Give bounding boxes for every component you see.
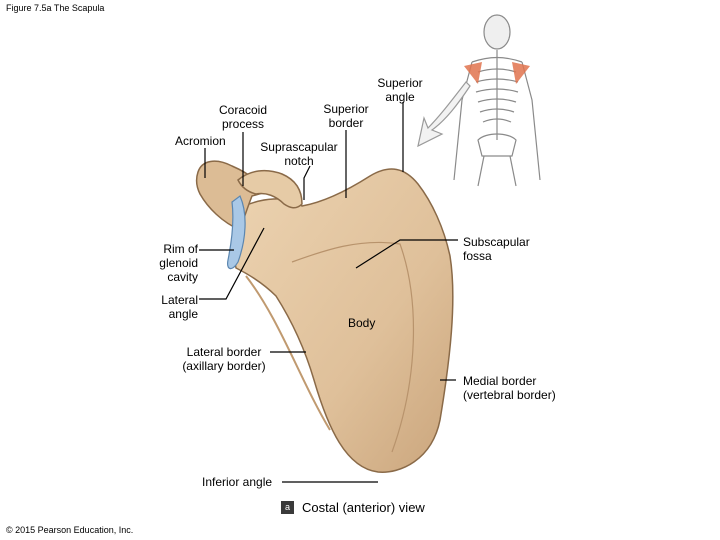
skeleton-scapula-right xyxy=(512,62,530,84)
coracoid-shape xyxy=(237,169,303,209)
skeleton-scapula-left xyxy=(464,62,482,84)
leader-suprascapular-notch xyxy=(303,165,311,200)
label-lateral-border: Lateral border (axillary border) xyxy=(182,345,266,373)
scapula-body xyxy=(232,168,454,473)
fossa-ridge xyxy=(291,241,415,453)
label-coracoid-process: Coracoid process xyxy=(218,103,268,131)
label-lateral-angle: Lateral angle xyxy=(161,293,198,321)
figure-title: Figure 7.5a The Scapula xyxy=(6,3,105,13)
label-suprascapular-notch: Suprascapular notch xyxy=(260,140,338,168)
label-body: Body xyxy=(348,316,376,330)
copyright: © 2015 Pearson Education, Inc. xyxy=(6,525,134,535)
label-medial-border: Medial border (vertebral border) xyxy=(463,374,556,402)
view-label: Costal (anterior) view xyxy=(302,500,425,515)
skeleton-thumbnail xyxy=(453,14,541,187)
label-inferior-angle: Inferior angle xyxy=(202,475,273,489)
label-rim-of-glenoid-cavity: Rim of glenoid cavity xyxy=(159,242,198,284)
pointer-arrow xyxy=(417,81,471,148)
label-superior-angle: Superior angle xyxy=(377,76,423,104)
lateral-pillar xyxy=(245,275,331,431)
leader-lateral-angle xyxy=(199,227,265,300)
label-subscapular-fossa: Subscapular fossa xyxy=(463,235,530,263)
leader-subscapular-fossa xyxy=(355,239,458,269)
view-badge: a xyxy=(281,501,294,514)
label-acromion: Acromion xyxy=(175,134,226,148)
label-superior-border: Superior border xyxy=(323,102,369,130)
